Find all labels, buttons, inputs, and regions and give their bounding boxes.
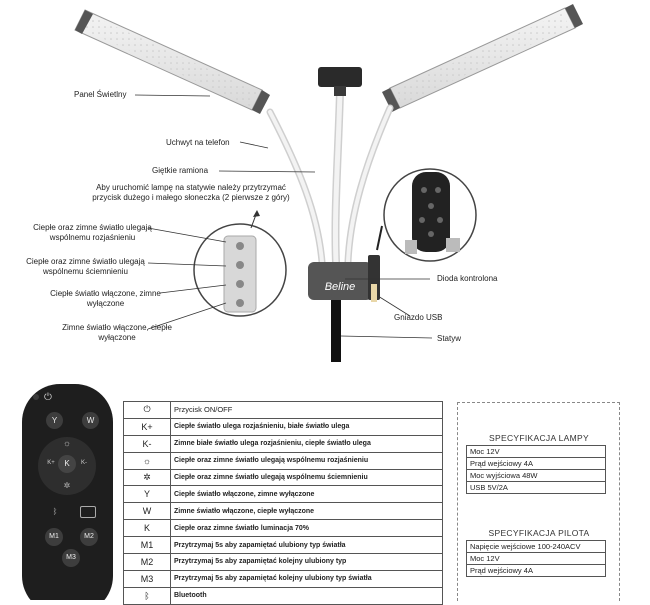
function-description: Przytrzymaj 5s aby zapamiętać ulubiony t… (170, 536, 443, 555)
lamp-spec-title: SPECYFIKACJA LAMPY (489, 433, 589, 443)
table-row: Moc wyjściowa 48W (466, 469, 606, 482)
label-arms: Giętkie ramiona (152, 166, 209, 175)
function-key: K- (123, 434, 171, 453)
function-key: ᛒ (123, 586, 171, 605)
remote-zoom-circle (383, 168, 477, 262)
function-key: ⏻ (123, 401, 171, 419)
function-key: Y (123, 485, 171, 504)
function-description: Ciepłe oraz zimne światło ulegają wspóln… (170, 468, 443, 487)
table-row: ☼Ciepłe oraz zimne światło ulegają wspól… (123, 451, 443, 470)
label-cold-on: Zimne światło włączone, ciepłe wyłączone (62, 323, 172, 342)
remote-buttons: ⏻ Y W ☼ ✲ K K+ K- ᛒ M1 M2 M3 (20, 382, 115, 600)
right-light-panel (382, 4, 583, 112)
function-description: Ciepłe oraz zimne światło ulegają wspóln… (170, 451, 443, 470)
function-description: Ciepłe oraz zimne światło luminacja 70% (170, 519, 443, 538)
flexible-arms (266, 88, 394, 266)
spec-cell: Moc 12V (466, 552, 606, 565)
function-key: M2 (123, 553, 171, 571)
spec-cell: Prąd wejściowy 4A (466, 457, 606, 470)
function-key: W (123, 502, 171, 521)
table-row: Moc 12V (466, 552, 606, 565)
function-description: Bluetooth (170, 586, 443, 605)
sun-large-icon[interactable]: ☼ (62, 438, 72, 448)
function-description: Przycisk ON/OFF (170, 401, 443, 419)
function-description: Zimne białe światło ulega rozjaśnieniu, … (170, 434, 443, 453)
label-phone-holder: Uchwyt na telefon (166, 138, 230, 147)
remote-m2-button[interactable]: M2 (80, 528, 98, 546)
table-row: Moc 12V (466, 445, 606, 458)
power-icon[interactable]: ⏻ (44, 392, 52, 403)
remote-k-plus-button[interactable]: K+ (47, 460, 55, 466)
function-description: Przytrzymaj 5s aby zapamiętać kolejny ul… (170, 569, 443, 588)
label-indicator: Dioda kontrolona (437, 274, 498, 283)
function-key: K+ (123, 417, 171, 436)
label-panel: Panel Świetlny (74, 90, 127, 99)
lamp-illustration: Beline (74, 4, 583, 362)
table-row: ✲Ciepłe oraz zimne światło ulegają wspól… (123, 468, 443, 487)
remote-spec-title: SPECYFIKACJA PILOTA (488, 528, 590, 538)
function-key: M3 (123, 569, 171, 588)
spec-cell: Prąd wejściowy 4A (466, 564, 606, 577)
remote-k-button[interactable]: K (58, 455, 76, 473)
function-description: Ciepłe światło ulega rozjaśnieniu, białe… (170, 417, 443, 436)
remote-m1-button[interactable]: M1 (45, 528, 63, 546)
specs-frame (457, 402, 620, 601)
camera-icon[interactable] (80, 506, 96, 518)
function-key: ✲ (123, 468, 171, 487)
leader-lines (134, 94, 433, 339)
function-description: Zimne światło włączone, ciepłe wyłączone (170, 502, 443, 521)
label-usb: Gniazdo USB (394, 313, 443, 322)
function-key: K (123, 519, 171, 538)
remote-k-minus-button[interactable]: K- (81, 460, 87, 466)
brand-logo: Beline (325, 281, 356, 293)
table-row: Prąd wejściowy 4A (466, 457, 606, 470)
remote-m3-button[interactable]: M3 (62, 549, 80, 567)
control-box (308, 225, 383, 302)
label-instruction: Aby uruchomić lampę na statywie należy p… (92, 183, 290, 202)
remote-w-button[interactable]: W (82, 412, 99, 429)
table-row: Prąd wejściowy 4A (466, 564, 606, 577)
left-light-panel (74, 9, 270, 114)
table-row: Napięcie wejściowe 100-240ACV (466, 540, 606, 553)
function-key: ☼ (123, 451, 171, 470)
label-warm-on: Ciepłe światło włączone, zimne wyłączone (50, 289, 161, 308)
spec-cell: Moc 12V (466, 445, 606, 458)
label-stand: Statyw (437, 334, 462, 343)
remote-y-button[interactable]: Y (46, 412, 63, 429)
button-zoom-circle (193, 210, 287, 317)
phone-holder (318, 67, 362, 96)
table-row: K-Zimne białe światło ulega rozjaśnieniu… (123, 434, 443, 453)
function-description: Przytrzymaj 5s aby zapamiętać kolejny ul… (170, 553, 443, 571)
table-row: ⏻Przycisk ON/OFF (123, 401, 443, 419)
stand-pole (331, 300, 341, 362)
label-warm-cold-bright: Ciepłe oraz zimne światło ulegają wspóln… (33, 223, 152, 242)
spec-cell: USB 5V/2A (466, 481, 606, 494)
sun-small-icon[interactable]: ✲ (63, 481, 71, 490)
table-row: USB 5V/2A (466, 481, 606, 494)
function-key: M1 (123, 536, 171, 555)
label-warm-cold-dim: Ciepłe oraz zimne światło ulegają wspóln… (26, 257, 145, 276)
table-row: K+Ciepłe światło ulega rozjaśnieniu, bia… (123, 417, 443, 436)
spec-cell: Moc wyjściowa 48W (466, 469, 606, 482)
function-description: Ciepłe światło włączone, zimne wyłączone (170, 485, 443, 504)
bluetooth-icon[interactable]: ᛒ (52, 507, 58, 516)
spec-cell: Napięcie wejściowe 100-240ACV (466, 540, 606, 553)
